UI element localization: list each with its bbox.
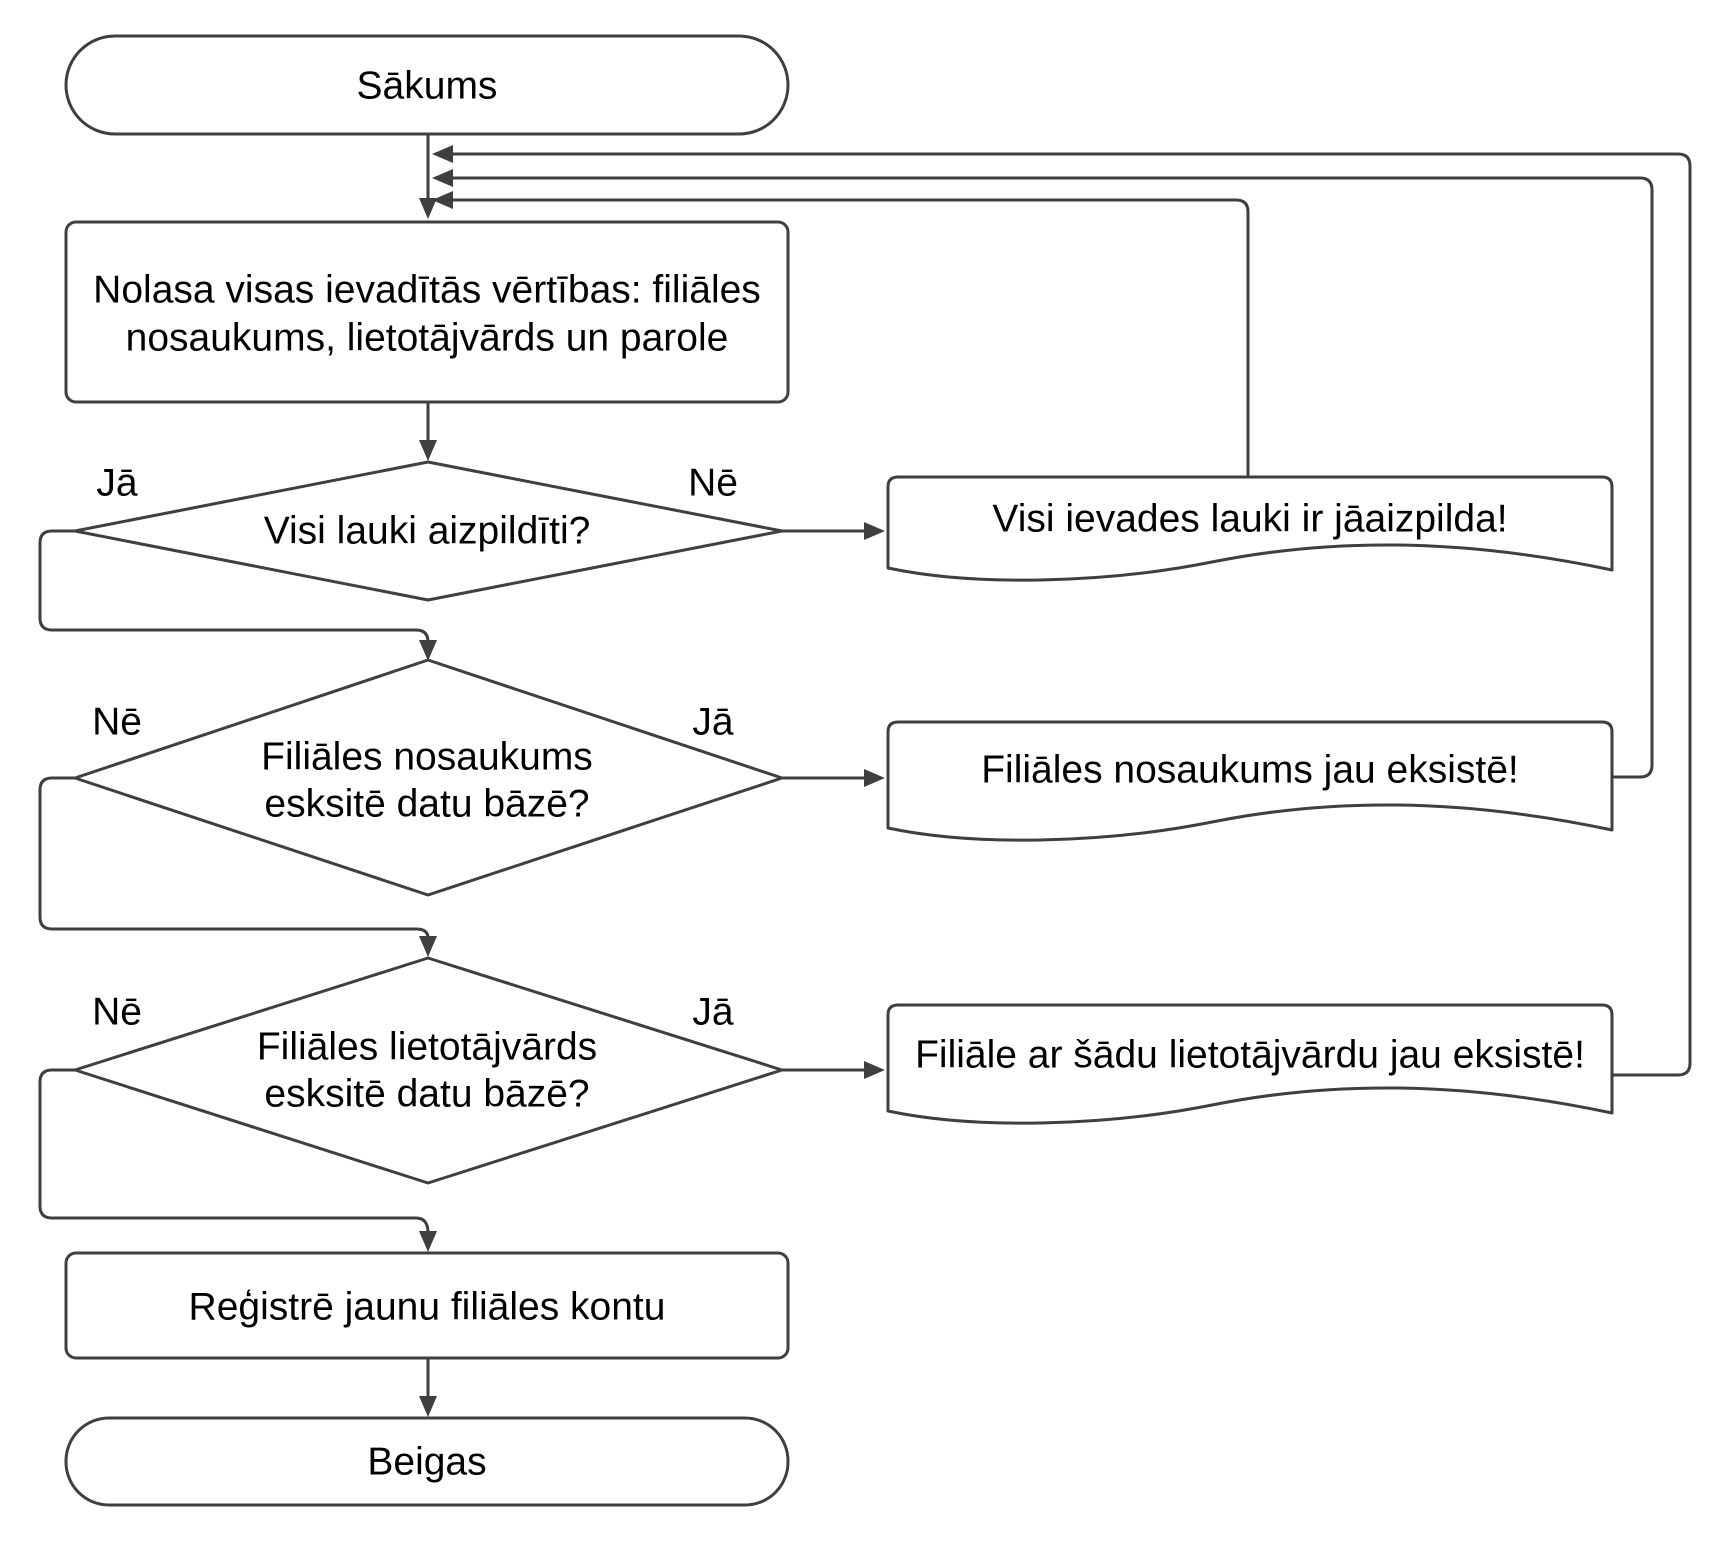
read-inputs-label-line2: nosaukums, lietotājvārds un parole — [126, 317, 729, 360]
terminator-end — [64, 1416, 790, 1507]
decision-username-exists — [73, 956, 784, 1185]
decision-name-exists — [73, 658, 784, 897]
node-warn-fill-all: Visi ievades lauki ir jāaizpilda! — [886, 475, 1614, 582]
register-label: Reģistrē jaunu filiāles kontu — [189, 1286, 666, 1329]
warn-fill-all-label: Visi ievades lauki ir jāaizpilda! — [992, 498, 1507, 541]
node-start: Sākums — [64, 34, 790, 136]
document-warn-name-exists — [886, 720, 1614, 842]
node-warn-name-exists: Filiāles nosaukums jau eksistē! — [886, 720, 1614, 842]
branch-label-fields-filled-no: Nē — [688, 462, 738, 505]
node-register: Reģistrē jaunu filiāles kontu — [64, 1251, 790, 1360]
edge-warn-username-exists-to-merge — [432, 145, 1692, 1077]
name-exists-label-line1: Filiāles nosaukums — [261, 736, 593, 779]
node-name-exists: Filiāles nosaukums esksitē datu bāzē? Nē… — [73, 658, 784, 897]
branch-label-username-exists-no: Nē — [92, 991, 142, 1034]
edges — [38, 134, 1692, 1417]
end-label: Beigas — [367, 1441, 486, 1484]
start-label: Sākums — [357, 65, 498, 108]
node-read-inputs: Nolasa visas ievadītās vērtības: filiāle… — [64, 220, 790, 404]
node-warn-username-exists: Filiāle ar šādu lietotājvārdu jau eksist… — [886, 1003, 1614, 1125]
process-register — [64, 1251, 790, 1360]
document-warn-fill-all — [886, 475, 1614, 582]
fields-filled-label: Visi lauki aizpildīti? — [264, 510, 591, 553]
node-username-exists: Filiāles lietotājvārds esksitē datu bāzē… — [73, 956, 784, 1185]
branch-label-username-exists-yes: Jā — [692, 991, 734, 1034]
warn-name-exists-label: Filiāles nosaukums jau eksistē! — [981, 749, 1519, 792]
read-inputs-label-line1: Nolasa visas ievadītās vērtības: filiāle… — [93, 269, 761, 312]
node-end: Beigas — [64, 1416, 790, 1507]
node-fields-filled: Visi lauki aizpildīti? Jā Nē — [73, 460, 784, 602]
name-exists-label-line2: esksitē datu bāzē? — [264, 783, 589, 826]
decision-fields-filled — [73, 460, 784, 602]
edge-username-exists-no-to-register — [38, 1068, 437, 1252]
username-exists-label-line2: esksitē datu bāzē? — [264, 1073, 589, 1116]
branch-label-name-exists-no: Nē — [92, 701, 142, 744]
edge-fields-filled-yes-to-name-exists — [38, 529, 437, 661]
terminator-start — [64, 34, 790, 136]
process-read-inputs — [64, 220, 790, 404]
edge-warn-name-exists-to-merge — [432, 169, 1654, 779]
branch-label-fields-filled-yes: Jā — [96, 462, 138, 505]
edge-name-exists-no-to-username-exists — [38, 776, 437, 957]
warn-username-exists-label: Filiāle ar šādu lietotājvārdu jau eksist… — [915, 1034, 1585, 1077]
document-warn-username-exists — [886, 1003, 1614, 1125]
username-exists-label-line1: Filiāles lietotājvārds — [257, 1026, 597, 1069]
edge-warn-fill-all-to-merge — [432, 191, 1250, 477]
branch-label-name-exists-yes: Jā — [692, 701, 734, 744]
